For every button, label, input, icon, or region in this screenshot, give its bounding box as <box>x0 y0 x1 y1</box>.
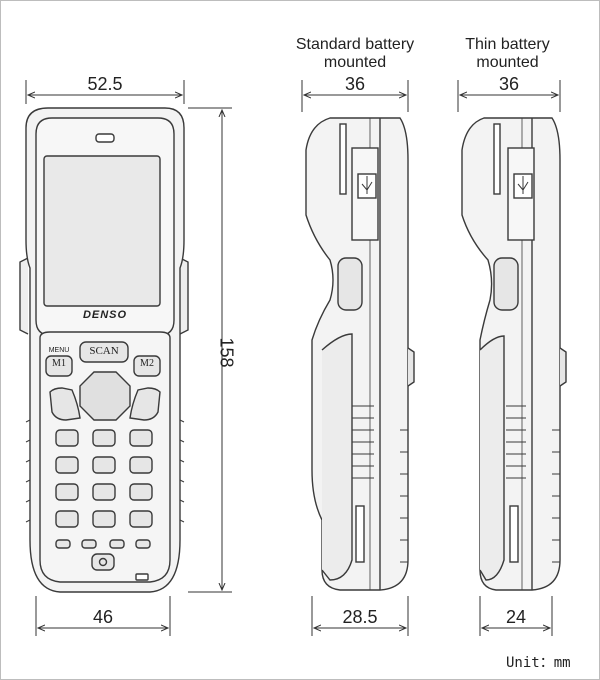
std-dimensions <box>301 80 409 636</box>
key <box>55 429 79 447</box>
small-key <box>55 539 71 549</box>
small-keys <box>55 539 151 549</box>
right-side-grip <box>179 257 189 335</box>
small-key <box>135 539 151 549</box>
m2-key-label: M2 <box>140 358 154 369</box>
dim-std-top: 36 <box>344 74 366 94</box>
std-scan-window <box>339 123 347 195</box>
thin-grip-lines <box>506 405 560 563</box>
thin-dimensions <box>457 80 561 636</box>
numeric-keys <box>55 429 153 528</box>
key <box>129 483 153 501</box>
front-view <box>19 107 189 593</box>
left-side-grip <box>19 257 29 335</box>
status-led <box>95 133 115 143</box>
std-bottom-slot <box>355 505 365 563</box>
std-side-button <box>337 257 363 311</box>
front-dimensions <box>25 80 232 636</box>
label-standard-battery: Standard battery mounted <box>295 36 415 71</box>
key <box>55 483 79 501</box>
key <box>129 429 153 447</box>
right-function-key <box>129 387 161 421</box>
key <box>129 456 153 474</box>
std-usb-icon <box>361 176 373 194</box>
key <box>55 510 79 528</box>
dim-front-width-top: 52.5 <box>87 74 123 94</box>
m2-key <box>133 355 161 377</box>
menu-label: MENU <box>48 347 70 354</box>
thin-battery <box>479 335 505 581</box>
scan-key-label: SCAN <box>89 345 119 357</box>
small-key <box>109 539 125 549</box>
key <box>92 429 116 447</box>
label-thin-battery: Thin battery mounted <box>465 36 550 71</box>
key <box>55 456 79 474</box>
power-button <box>91 553 115 571</box>
dim-std-bottom: 28.5 <box>342 607 378 627</box>
dim-thin-top: 36 <box>498 74 520 94</box>
side-view-thin <box>461 117 567 591</box>
scan-key <box>79 341 129 363</box>
bottom-connector <box>135 573 149 581</box>
brand-logo: DENSO <box>82 309 128 321</box>
thin-scan-window <box>493 123 501 195</box>
key <box>92 510 116 528</box>
side-view-standard <box>305 117 415 591</box>
dim-front-width-bottom: 46 <box>92 607 114 627</box>
m1-key <box>45 355 73 377</box>
dim-thin-bottom: 24 <box>505 607 527 627</box>
unit-label: Unit：mm <box>506 655 571 671</box>
key <box>92 456 116 474</box>
thin-usb-icon <box>517 176 529 194</box>
small-key <box>81 539 97 549</box>
key <box>92 483 116 501</box>
power-icon <box>98 557 108 567</box>
left-function-key <box>49 387 81 421</box>
key <box>129 510 153 528</box>
thin-right-buttons <box>559 347 567 387</box>
thin-side-button <box>493 257 519 311</box>
std-grip-lines <box>352 405 408 563</box>
display-screen <box>43 155 161 307</box>
navigation-pad <box>79 371 131 421</box>
std-battery <box>321 333 353 581</box>
side-ridges <box>25 419 185 523</box>
m1-key-label: M1 <box>52 358 66 369</box>
thin-bottom-slot <box>509 505 519 563</box>
std-right-buttons <box>407 347 415 387</box>
dim-front-height: 158 <box>216 337 237 368</box>
